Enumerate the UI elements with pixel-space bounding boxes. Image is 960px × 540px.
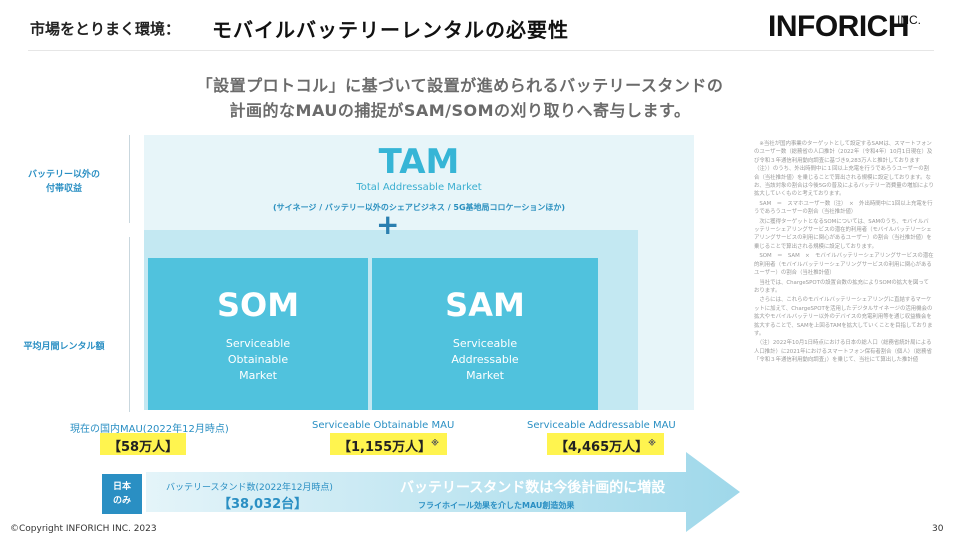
tam-title: TAM bbox=[378, 142, 460, 182]
copyright: ©Copyright INFORICH INC. 2023 bbox=[10, 524, 157, 534]
page-title: モバイルバッテリーレンタルの必要性 bbox=[212, 18, 569, 42]
page-number: 30 bbox=[932, 524, 944, 534]
som-description: Serviceable Obtainable Market bbox=[225, 337, 291, 382]
battery-stand-value: 【38,032台】 bbox=[218, 497, 308, 512]
growth-arrow bbox=[146, 452, 740, 532]
metric-value-current-mau: 【58万人】 bbox=[100, 433, 187, 455]
side-divider-top bbox=[129, 135, 130, 223]
growth-subtitle: フライホイール効果を介したMAU創造効果 bbox=[418, 501, 575, 510]
growth-title: バッテリースタンド数は今後計画的に増設 bbox=[400, 480, 666, 496]
footnote-text: ※当社が国内事業のターゲットとして設定するSAMは、スマートフォンのユーザー数（… bbox=[754, 141, 934, 364]
company-logo-suffix: INC. bbox=[897, 13, 921, 27]
plus-icon: + bbox=[376, 208, 400, 241]
tam-subtitle: Total Addressable Market bbox=[356, 182, 482, 193]
metric-value-som-mau: 【1,155万人】※ bbox=[330, 433, 447, 455]
side-divider-bottom bbox=[129, 237, 130, 412]
side-label-avg-monthly-rental: 平均月間レンタル額 bbox=[23, 342, 105, 352]
metric-label-sam-mau: Serviceable Addressable MAU bbox=[527, 420, 676, 431]
header-divider bbox=[28, 50, 934, 51]
tam-note: (サイネージ / バッテリー以外のシェアビジネス / 5G基地局コロケーションほ… bbox=[272, 203, 566, 212]
company-logo: INFORICH bbox=[768, 10, 910, 43]
side-label-ancillary-revenue: バッテリー以外の 付帯収益 bbox=[27, 170, 100, 194]
som-box bbox=[148, 258, 368, 410]
som-title: SOM bbox=[216, 286, 300, 324]
lead-text-line-2: 計画的なMAUの捕捉がSAM/SOMの刈り取りへ寄与します。 bbox=[229, 101, 691, 120]
section-label: 市場をとりまく環境： bbox=[30, 20, 181, 38]
metric-value-sam-mau: 【4,465万人】※ bbox=[547, 433, 664, 455]
sam-box bbox=[372, 258, 598, 410]
japan-only-badge: 日本 のみ bbox=[102, 474, 142, 514]
sam-description: Serviceable Addressable Market bbox=[451, 337, 519, 382]
metric-label-som-mau: Serviceable Obtainable MAU bbox=[312, 420, 455, 431]
sam-title: SAM bbox=[445, 286, 525, 324]
metric-label-current-mau: 現在の国内MAU(2022年12月時点) bbox=[70, 424, 229, 435]
lead-text-line-1: 「設置プロトコル」に基づいて設置が進められるバッテリースタンドの bbox=[196, 76, 724, 95]
battery-stand-label: バッテリースタンド数(2022年12月時点) bbox=[166, 483, 333, 493]
